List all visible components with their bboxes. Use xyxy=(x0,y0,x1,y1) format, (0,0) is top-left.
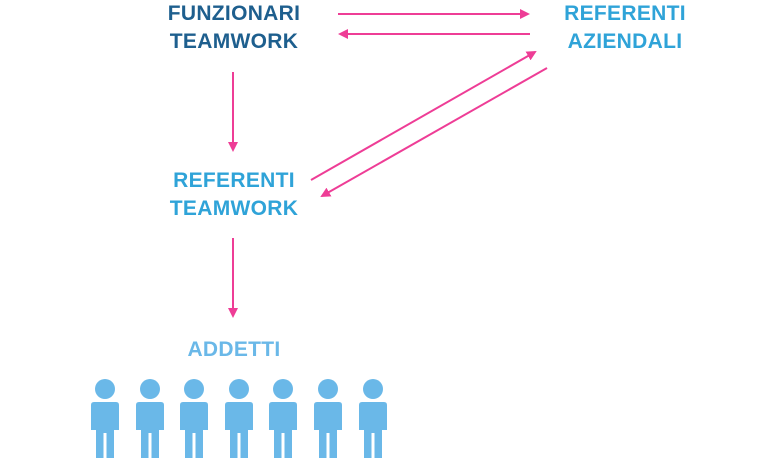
node-referenti-aziendali-line2: AZIENDALI xyxy=(567,30,683,53)
node-referenti-teamwork: REFERENTI TEAMWORK xyxy=(134,167,334,223)
node-referenti-aziendali: REFERENTI AZIENDALI xyxy=(525,0,725,56)
person-icon xyxy=(313,378,343,458)
person-icon xyxy=(90,378,120,458)
person-icon xyxy=(268,378,298,458)
node-funzionari-line1: FUNZIONARI xyxy=(167,2,301,25)
node-funzionari-line2: TEAMWORK xyxy=(169,30,299,53)
people-group xyxy=(90,378,400,458)
person-icon xyxy=(179,378,209,458)
node-referenti-teamwork-line1: REFERENTI xyxy=(173,169,295,192)
node-referenti-teamwork-line2: TEAMWORK xyxy=(169,197,299,220)
arrow-referenti-teamwork-to-referenti-aziendali xyxy=(310,51,537,181)
person-icon xyxy=(358,378,388,458)
node-addetti: ADDETTI xyxy=(134,336,334,364)
person-icon xyxy=(135,378,165,458)
person-icon xyxy=(224,378,254,458)
node-funzionari-teamwork: FUNZIONARI TEAMWORK xyxy=(134,0,334,56)
node-referenti-aziendali-line1: REFERENTI xyxy=(564,2,686,25)
node-addetti-label: ADDETTI xyxy=(187,338,281,361)
arrow-referenti-aziendali-to-referenti-teamwork xyxy=(320,67,548,197)
